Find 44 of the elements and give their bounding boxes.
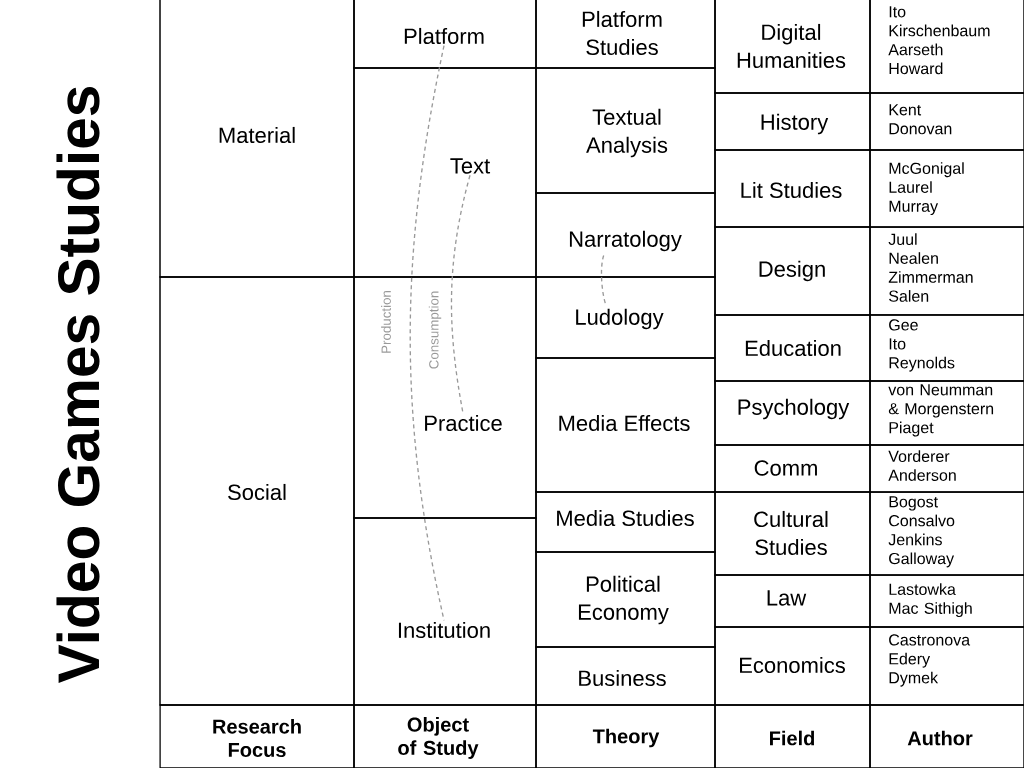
cell-label: Practice [425, 414, 502, 432]
cell-label: Gee Ito Reynolds [889, 319, 955, 372]
cell-label: Kent Donovan [889, 104, 952, 135]
cell-label: Vorderer Anderson [888, 450, 956, 481]
cell-label: Material [219, 126, 295, 144]
cell-label: Lastowka Mac Sithigh [889, 583, 972, 618]
cell-label: von Neumman & Morgenstern Piaget [888, 384, 994, 437]
edge-label: Production [379, 288, 393, 356]
cell-label: McGonigal Laurel Murray [889, 162, 964, 216]
cell-label: History [761, 113, 829, 135]
cell-label: Textual Analysis [586, 108, 668, 158]
dashed-curve [450, 174, 471, 414]
cell-label: Digital Humanities [737, 23, 846, 69]
edge-label: Consumption [427, 289, 443, 371]
cell-label: Law [767, 590, 807, 606]
cell-label: Cultural Studies [754, 510, 828, 556]
cell-label: Business [579, 669, 666, 687]
column-header-text: Field [770, 730, 815, 746]
title: Video Games Studies [56, 87, 100, 683]
cell-label: Education [745, 339, 841, 357]
cell-label: Psychology [738, 398, 850, 420]
cell-label: Juul Nealen Zimmerman Salen [888, 233, 973, 302]
column-header-text: Object of Study [398, 717, 479, 759]
column-header-text: Theory [592, 728, 660, 748]
cell-label: Economics [740, 656, 845, 674]
column-header-text: Research Focus [213, 719, 301, 757]
cell-label: Ludology [576, 308, 664, 330]
cell-label: Castronova Edery Dymek [889, 634, 971, 687]
cell-label: Platform Studies [582, 10, 662, 56]
column-header-text: Author [907, 730, 973, 746]
cell-label: Lit Studies [741, 181, 842, 199]
cell-label: Text [450, 158, 491, 174]
cell-label: Design [759, 260, 825, 282]
cell-label: Narratology [569, 230, 682, 252]
cell-label: Political Economy [578, 575, 669, 625]
cell-label: Social [228, 483, 286, 501]
cell-label: Bogost Consalvo Jenkins Galloway [888, 496, 955, 568]
cell-label: Comm [754, 460, 817, 476]
cell-label: Platform [404, 27, 484, 45]
cell-label: Media Studies [557, 509, 694, 527]
cell-label: Institution [398, 621, 490, 639]
dashed-curve [600, 254, 607, 306]
cell-label: Ito Kirschenbaum Aarseth Howard [888, 6, 990, 75]
cell-label: Media Effects [559, 414, 690, 432]
